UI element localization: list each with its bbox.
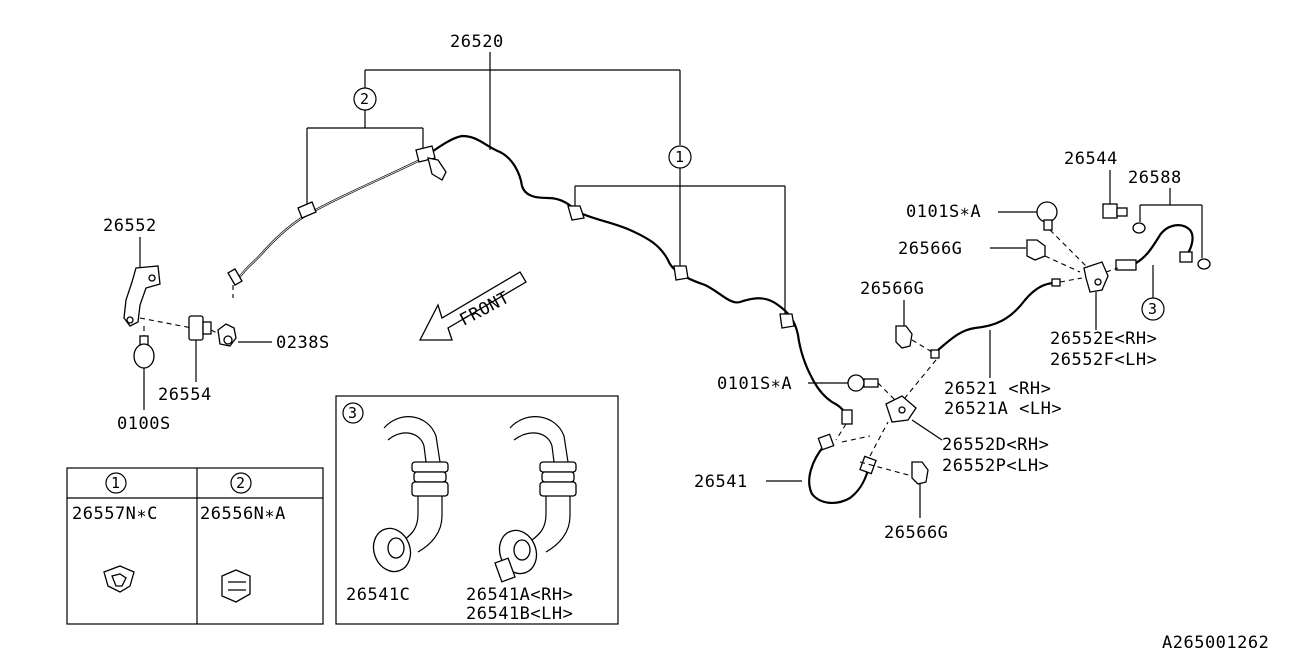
hose-26588[interactable] [1115, 224, 1194, 271]
bracket-26552d[interactable] [885, 395, 917, 423]
bolt-26544[interactable] [1102, 203, 1128, 219]
label-0101s-mid[interactable]: 0101S∗A [717, 374, 792, 394]
legend-num-2: 2 [236, 474, 245, 492]
bolt-0101s-top[interactable] [1036, 201, 1058, 231]
label-26552d[interactable]: 26552D<RH> [942, 435, 1049, 455]
label-26544[interactable]: 26544 [1064, 149, 1118, 169]
label-26566g-bottom[interactable]: 26566G [884, 523, 948, 543]
label-26521-rh[interactable]: 26521 <RH> [944, 379, 1051, 399]
label-26541b-lh[interactable]: 26541B<LH> [466, 604, 573, 624]
hose-26541[interactable] [808, 409, 877, 504]
label-26541c[interactable]: 26541C [346, 585, 410, 605]
label-0101s-top[interactable]: 0101S∗A [906, 202, 981, 222]
legend-part-26557n[interactable]: 26557N∗C [72, 504, 158, 524]
diagram-code: A265001262 [1162, 633, 1269, 653]
washer-26588-b[interactable] [1197, 258, 1211, 270]
label-26554[interactable]: 26554 [158, 385, 212, 405]
callout-3: 3 [1141, 297, 1165, 321]
bolt-0101s-mid[interactable] [847, 374, 879, 392]
clip-26556n-icon [221, 569, 251, 603]
clip-26566g-bottom[interactable] [911, 461, 929, 485]
legend-num-1: 1 [111, 474, 120, 492]
clip-26566g-mid[interactable] [895, 325, 913, 349]
pipe-26521[interactable] [930, 278, 1061, 359]
bracket-26552[interactable] [123, 265, 161, 327]
svg-text:3: 3 [1148, 300, 1157, 318]
hose-26541c-drawing[interactable] [368, 416, 449, 577]
callout-2: 2 [353, 87, 377, 111]
label-26566g-mid[interactable]: 26566G [860, 279, 924, 299]
label-26541[interactable]: 26541 [694, 472, 748, 492]
label-26552[interactable]: 26552 [103, 216, 157, 236]
hose-inset: 3 26541C 26541A<RH> 26541B<LH> [335, 395, 619, 625]
label-26541a-rh[interactable]: 26541A<RH> [466, 585, 573, 605]
svg-text:2: 2 [360, 90, 369, 108]
label-26552p[interactable]: 26552P<LH> [942, 456, 1049, 476]
hose-26541a-drawing[interactable] [494, 416, 577, 583]
callout-1: 1 [668, 145, 692, 169]
label-26588[interactable]: 26588 [1128, 168, 1182, 188]
label-26552f[interactable]: 26552F<LH> [1050, 350, 1157, 370]
front-arrow: FRONT [418, 271, 527, 341]
svg-text:1: 1 [675, 148, 684, 166]
washer-26588-a[interactable] [1132, 222, 1146, 234]
label-0100s[interactable]: 0100S [117, 414, 171, 434]
union-26554[interactable] [188, 315, 212, 341]
nut-0238s[interactable] [217, 323, 237, 347]
label-0238s[interactable]: 0238S [276, 333, 330, 353]
inset-num: 3 [348, 404, 357, 422]
clip-legend-table: 1 2 26557N∗C 26556N∗A [66, 467, 324, 625]
label-26521a-lh[interactable]: 26521A <LH> [944, 399, 1062, 419]
bracket-26552e[interactable] [1083, 261, 1109, 293]
leader-26520 [306, 52, 786, 318]
label-26566g-top[interactable]: 26566G [898, 239, 962, 259]
label-26520[interactable]: 26520 [450, 32, 504, 52]
brake-pipe-26520[interactable] [227, 134, 847, 415]
legend-part-26556n[interactable]: 26556N∗A [200, 504, 286, 524]
clip-26557n-icon [103, 565, 135, 593]
bolt-0100s[interactable] [133, 326, 155, 369]
clip-26566g-top[interactable] [1026, 239, 1046, 261]
label-26552e[interactable]: 26552E<RH> [1050, 329, 1157, 349]
